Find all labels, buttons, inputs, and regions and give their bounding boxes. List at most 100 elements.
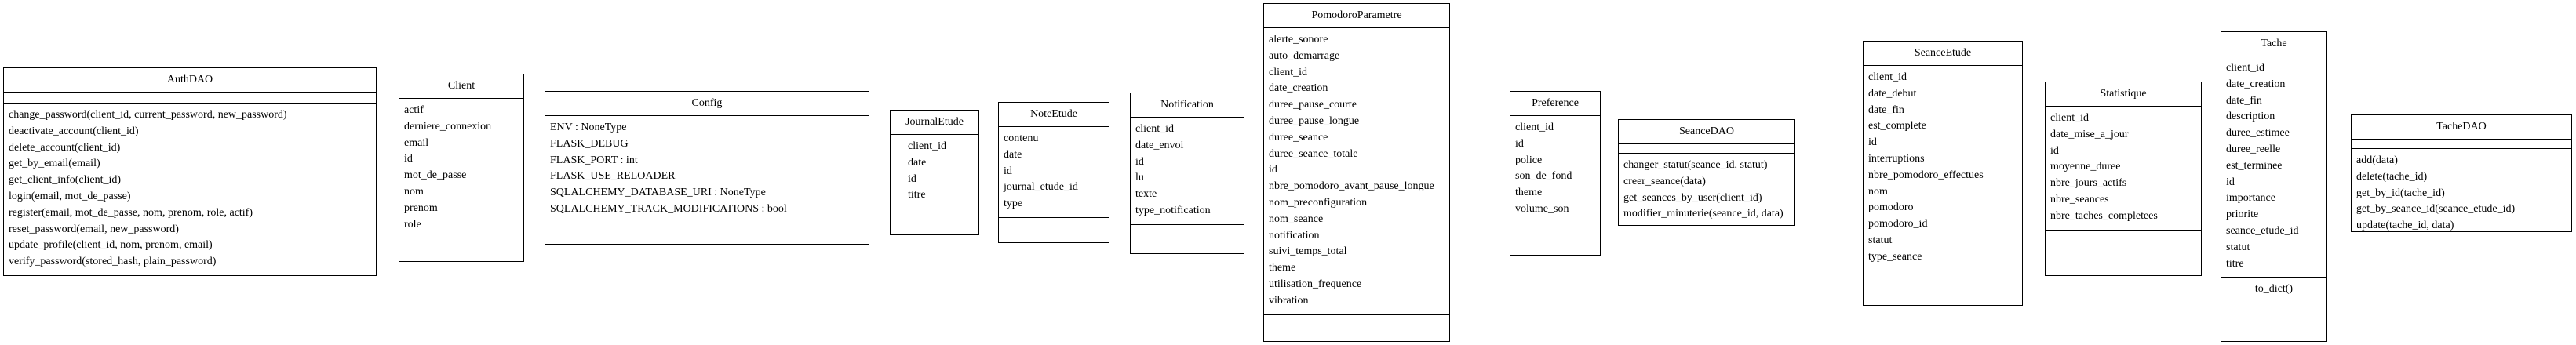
method: update_profile(client_id, nom, prenom, e…: [9, 239, 213, 252]
class-attributes: [1619, 144, 1794, 154]
attribute: FLASK_USE_RELOADER: [550, 170, 676, 183]
class-tachedao: TacheDAO add(data) delete(tache_id) get_…: [2351, 114, 2572, 232]
method: to_dict(): [2254, 283, 2294, 296]
class-name: JournalEtude: [891, 111, 978, 135]
attribute: date: [1004, 148, 1022, 161]
attribute: auto_demarrage: [1269, 49, 1340, 62]
attribute: nom_preconfiguration: [1269, 196, 1368, 209]
attribute: pomodoro: [1868, 202, 1914, 214]
attribute: suivi_temps_total: [1269, 245, 1347, 258]
class-methods: [891, 209, 978, 234]
attribute: duree_pause_longue: [1269, 114, 1360, 127]
attribute: duree_seance: [1269, 131, 1328, 143]
method: deactivate_account(client_id): [9, 125, 139, 137]
attribute: est_complete: [1868, 120, 1926, 133]
attribute: nbre_pomodoro_avant_pause_longue: [1269, 180, 1434, 193]
class-attributes: [2352, 140, 2571, 149]
attribute: date_creation: [1269, 82, 1328, 95]
attribute: journal_etude_id: [1004, 181, 1078, 194]
attribute: id: [1868, 136, 1877, 149]
class-attributes: contenu date id journal_etude_id type: [999, 127, 1109, 218]
class-attributes: client_id date_debut date_fin est_comple…: [1864, 66, 2022, 271]
class-preference: Preference client_id id police son_de_fo…: [1510, 91, 1601, 256]
class-authdao: AuthDAO change_password(client_id, curre…: [3, 67, 377, 276]
class-name: PomodoroParametre: [1264, 4, 1449, 28]
class-methods: change_password(client_id, current_passw…: [4, 104, 376, 275]
attribute: client_id: [1515, 122, 1554, 133]
class-methods: [1510, 223, 1600, 255]
attribute: statut: [1868, 234, 1893, 246]
attribute: FLASK_PORT : int: [550, 154, 638, 166]
attribute: ENV : NoneType: [550, 122, 627, 133]
class-methods: [1131, 225, 1244, 253]
class-attributes: [4, 93, 376, 104]
attribute: id: [1269, 164, 1277, 176]
attribute: nbre_jours_actifs: [2050, 177, 2127, 190]
class-methods: [999, 218, 1109, 242]
attribute: client_id: [2226, 62, 2264, 74]
method: get_by_email(email): [9, 158, 100, 170]
attribute: id: [404, 153, 413, 165]
method: get_client_info(client_id): [9, 174, 122, 187]
class-statistique: Statistique client_id date_mise_a_jour i…: [2045, 82, 2202, 276]
attribute: client_id: [1135, 123, 1174, 135]
class-name: Statistique: [2046, 82, 2201, 107]
class-name: Client: [399, 74, 523, 99]
class-methods: [1264, 315, 1449, 341]
method: add(data): [2356, 154, 2398, 166]
attribute: client_id: [2050, 112, 2089, 124]
attribute: nbre_taches_completees: [2050, 209, 2158, 222]
class-attributes: client_id date_envoi id lu texte type_no…: [1131, 118, 1244, 225]
attribute: date_fin: [2226, 94, 2262, 107]
attribute: notification: [1269, 229, 1320, 242]
class-methods: changer_statut(seance_id, statut) creer_…: [1619, 154, 1794, 227]
attribute: titre: [2226, 257, 2244, 270]
class-methods: add(data) delete(tache_id) get_by_id(tac…: [2352, 149, 2571, 239]
attribute: type: [1004, 198, 1023, 210]
class-attributes: client_id date_creation date_fin descrip…: [2221, 56, 2326, 278]
class-methods: [1864, 271, 2022, 305]
class-config: Config ENV : NoneType FLASK_DEBUG FLASK_…: [545, 91, 869, 245]
attribute: son_de_fond: [1515, 170, 1572, 183]
attribute: moyenne_duree: [2050, 161, 2121, 173]
attribute: mot_de_passe: [404, 169, 467, 182]
method: update(tache_id, data): [2356, 220, 2454, 232]
attribute: alerte_sonore: [1269, 34, 1328, 45]
attribute: id: [908, 172, 916, 185]
class-attributes: actif derniere_connexion email id mot_de…: [399, 99, 523, 239]
attribute: id: [1135, 155, 1144, 168]
class-name: Notification: [1131, 93, 1244, 118]
class-pomodoroparametre: PomodoroParametre alerte_sonore auto_dem…: [1263, 3, 1450, 342]
class-name: TacheDAO: [2352, 115, 2571, 140]
attribute: priorite: [2226, 209, 2259, 221]
attribute: lu: [1135, 172, 1144, 184]
attribute: role: [404, 218, 421, 231]
method: delete(tache_id): [2356, 170, 2428, 183]
class-name: Tache: [2221, 32, 2326, 56]
attribute: utilisation_frequence: [1269, 278, 1362, 290]
attribute: theme: [1515, 187, 1543, 199]
class-methods: [545, 223, 869, 244]
class-attributes: ENV : NoneType FLASK_DEBUG FLASK_PORT : …: [545, 116, 869, 223]
method: delete_account(client_id): [9, 141, 121, 154]
attribute: email: [404, 136, 429, 149]
class-attributes: alerte_sonore auto_demarrage client_id d…: [1264, 28, 1449, 315]
attribute: date_fin: [1868, 104, 1904, 116]
class-name: SeanceEtude: [1864, 42, 2022, 66]
attribute: titre: [908, 189, 926, 202]
attribute: description: [2226, 111, 2275, 123]
attribute: vibration: [1269, 294, 1309, 307]
attribute: actif: [404, 104, 424, 116]
attribute: id: [1515, 137, 1524, 150]
attribute: nbre_seances: [2050, 193, 2109, 205]
method: changer_statut(seance_id, statut): [1623, 159, 1768, 171]
attribute: seance_etude_id: [2226, 224, 2299, 237]
class-attributes: client_id date_mise_a_jour id moyenne_du…: [2046, 107, 2201, 231]
attribute: nom: [1868, 185, 1888, 198]
attribute: FLASK_DEBUG: [550, 137, 629, 150]
attribute: theme: [1269, 262, 1296, 274]
attribute: duree_seance_totale: [1269, 147, 1358, 160]
class-journaletude: JournalEtude client_id date id titre: [890, 110, 979, 235]
attribute: date_envoi: [1135, 139, 1184, 151]
